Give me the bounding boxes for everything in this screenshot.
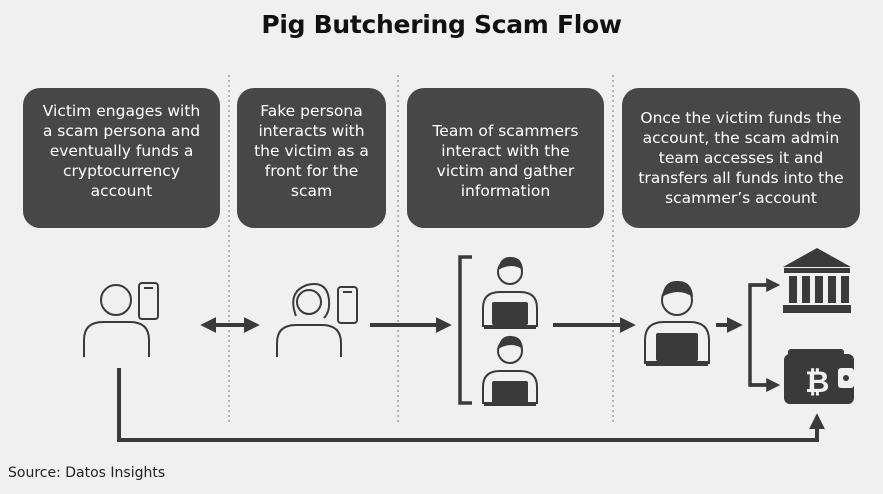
victim-to-wallet-arrow xyxy=(117,368,825,442)
team-bracket xyxy=(458,255,472,405)
step-box-victim: Victim engages with a scam persona and e… xyxy=(23,88,220,228)
victim-with-phone-icon xyxy=(83,282,159,357)
bank-icon xyxy=(783,248,851,313)
svg-text:₿: ₿ xyxy=(805,365,829,400)
fake-persona-with-phone-icon xyxy=(276,283,358,357)
bitcoin-wallet-icon: ₿ xyxy=(784,349,854,404)
diagram-title: Pig Butchering Scam Flow xyxy=(261,10,622,39)
scam-admin-at-laptop-icon xyxy=(644,280,710,366)
step-box-admin-team: Once the victim funds the account, the s… xyxy=(622,88,860,228)
step-box-scammer-team: Team of scammers interact with the victi… xyxy=(407,88,604,228)
scammer-at-laptop-icon xyxy=(482,256,538,329)
step-box-fake-persona: Fake persona interacts with the victim a… xyxy=(237,88,386,228)
column-separators xyxy=(228,75,614,425)
split-bracket xyxy=(748,283,767,387)
source-caption: Source: Datos Insights xyxy=(8,465,166,481)
scammer-at-laptop-icon xyxy=(482,335,538,406)
